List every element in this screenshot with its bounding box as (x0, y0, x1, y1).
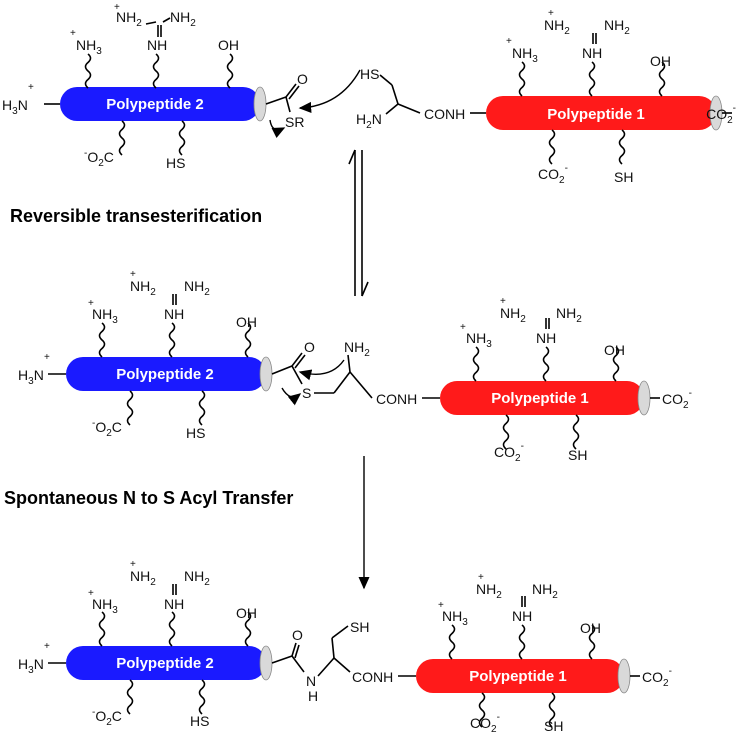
arginine-nh: NH (164, 306, 184, 322)
carboxylate-co2: CO2- (494, 441, 524, 464)
arginine-nh: NH (582, 45, 602, 61)
n-terminus-label: H3N (18, 656, 44, 676)
charge-plus: + (506, 36, 512, 47)
free-amine: NH2 (344, 339, 370, 359)
hydroxyl: OH (650, 53, 671, 69)
charge-plus: + (460, 322, 466, 333)
thiol-hs: HS (186, 425, 205, 441)
guanidine-right: NH2 (532, 581, 558, 601)
guanidine-left: NH2 (544, 17, 570, 37)
carbonyl-o: O (304, 339, 315, 355)
charge-plus: + (478, 572, 484, 583)
row-3-native-peptide-bond: Polypeptide 2 H3N + NH3 + NH NH2 + NH2 O… (18, 559, 672, 735)
polypeptide-1-label: Polypeptide 1 (547, 106, 645, 123)
thioester-s: S (302, 385, 311, 401)
charge-plus: + (44, 641, 50, 652)
row-1-reactants: Polypeptide 2 H3N + NH3 + NH NH2 + NH2 O… (2, 2, 736, 186)
hydroxyl: OH (604, 342, 625, 358)
polypeptide-1-cylinder: Polypeptide 1 (486, 95, 723, 131)
charge-plus: + (44, 352, 50, 363)
carboxylate-left: -O2C (84, 148, 114, 169)
hydroxyl: OH (236, 605, 257, 621)
conh-linker: CONH (424, 106, 465, 122)
thiol-sh: SH (614, 169, 633, 185)
thiol-hs: HS (166, 155, 185, 171)
conh-linker: CONH (376, 391, 417, 407)
conh-linker: CONH (352, 669, 393, 685)
guanidine-right: NH2 (556, 305, 582, 325)
charge-plus: + (88, 298, 94, 309)
thiol-hs: HS (190, 713, 209, 729)
carbonyl-o: O (297, 71, 308, 87)
carboxylate-co2: CO2- (538, 163, 568, 186)
cysteine-amine: H2N (356, 111, 382, 131)
lysine-amine: NH3 (92, 596, 118, 616)
amide-n: N (306, 673, 316, 689)
cysteine-sh: SH (350, 619, 369, 635)
charge-plus: + (28, 82, 34, 93)
thiol-sh: SH (544, 718, 563, 734)
guanidine-left: NH2 (130, 278, 156, 298)
lysine-amine: NH3 (92, 306, 118, 326)
charge-plus: + (130, 269, 136, 280)
row-2-thioester-intermediate: Polypeptide 2 H3N + NH3 + NH NH2 + NH2 O… (18, 269, 692, 464)
polypeptide-2-label: Polypeptide 2 (116, 366, 214, 383)
lysine-amine: NH3 (512, 45, 538, 65)
charge-plus: + (114, 2, 120, 13)
carboxylate-left: -O2C (92, 418, 122, 439)
polypeptide-2-label: Polypeptide 2 (116, 655, 214, 672)
guanidine-right: NH2 (170, 9, 196, 29)
amide-h: H (308, 688, 318, 704)
carboxylate-left: -O2C (92, 707, 122, 728)
step-1-label: Reversible transesterification (10, 206, 262, 226)
guanidine-left: NH2 (476, 581, 502, 601)
guanidine-left: NH2 (500, 305, 526, 325)
charge-plus: + (130, 559, 136, 570)
thioester-sr: SR (285, 114, 304, 130)
lysine-amine: NH3 (466, 330, 492, 350)
step-2-label: Spontaneous N to S Acyl Transfer (4, 488, 293, 508)
c-terminal-co2: CO2- (662, 388, 692, 411)
polypeptide-1-label: Polypeptide 1 (491, 390, 589, 407)
n-terminus-label: H3N (2, 97, 28, 117)
carboxylate-co2: CO2- (470, 712, 500, 735)
arginine-nh: NH (536, 330, 556, 346)
lysine-amine: NH3 (442, 608, 468, 628)
charge-plus: + (88, 588, 94, 599)
lysine-amine: NH3 (76, 37, 102, 57)
polypeptide-2-label: Polypeptide 2 (106, 96, 204, 113)
arginine-nh: NH (147, 37, 167, 53)
charge-plus: + (70, 28, 76, 39)
guanidine-left: NH2 (130, 568, 156, 588)
amide-carbonyl-o: O (292, 627, 303, 643)
c-terminal-co2: CO2- (642, 666, 672, 689)
guanidine-right: NH2 (604, 17, 630, 37)
thiol-sh: SH (568, 447, 587, 463)
charge-plus: + (500, 296, 506, 307)
n-terminus-label: H3N (18, 367, 44, 387)
guanidine-right: NH2 (184, 278, 210, 298)
polypeptide-2-cylinder: Polypeptide 2 (44, 86, 267, 122)
c-terminal-co2: CO2- (706, 103, 736, 126)
equilibrium-arrows (348, 149, 369, 297)
guanidine-right: NH2 (184, 568, 210, 588)
cysteine-sh: HS (360, 66, 379, 82)
arginine-nh: NH (164, 596, 184, 612)
guanidine-left: NH2 (116, 9, 142, 29)
charge-plus: + (438, 600, 444, 611)
charge-plus: + (548, 8, 554, 19)
arginine-nh: NH (512, 608, 532, 624)
polypeptide-1-label: Polypeptide 1 (469, 668, 567, 685)
hydroxyl: OH (236, 314, 257, 330)
hydroxyl: OH (580, 620, 601, 636)
hydroxyl: OH (218, 37, 239, 53)
